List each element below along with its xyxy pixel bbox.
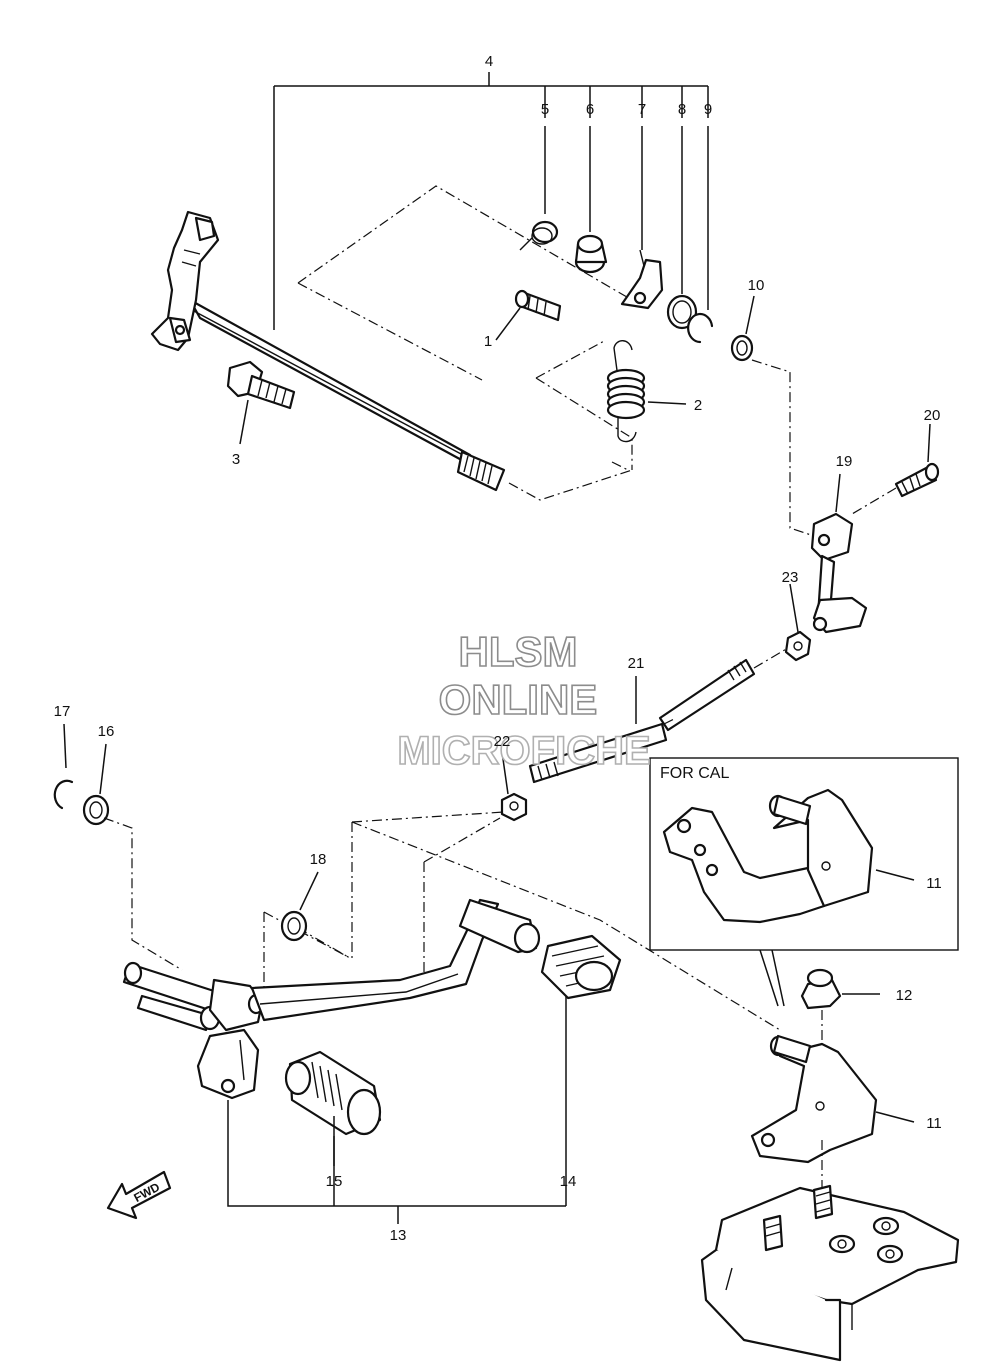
callout-17: 17 — [54, 703, 71, 720]
callout-13: 13 — [390, 1227, 407, 1244]
callout-18: 18 — [310, 851, 327, 868]
watermark-line-2: ONLINE — [439, 676, 598, 723]
washer-16 — [82, 743, 110, 826]
forward-arrow-icon: FWD — [106, 1170, 172, 1220]
callout-16: 16 — [98, 723, 115, 740]
callout-11: 11 — [926, 1115, 942, 1132]
bolt-20 — [851, 423, 940, 515]
shift-pedal-assembly — [122, 898, 567, 1224]
nut-23 — [784, 583, 812, 662]
callout-3: 3 — [232, 451, 240, 468]
tie-rod-21 — [528, 647, 789, 784]
callout-labels: 1 2 3 4 5 6 7 8 9 10 11 11 12 13 14 15 1… — [54, 53, 942, 1244]
spring-2 — [606, 340, 687, 443]
callout-1: 1 — [484, 333, 492, 350]
link-19 — [810, 473, 868, 634]
upper-alignment-guide — [297, 185, 633, 501]
callout-6: 6 — [586, 101, 594, 118]
rubber-14 — [540, 934, 622, 1000]
collar-6 — [574, 126, 608, 274]
inset-label: FOR CAL — [660, 765, 729, 782]
lower-alignment-guide — [103, 811, 781, 1031]
nut-22 — [500, 751, 528, 822]
callout-22: 22 — [494, 733, 511, 750]
watermark: HLSM ONLINE MICROFICHE — [397, 627, 652, 774]
shift-shaft — [188, 298, 506, 492]
watermark-line-1: HLSM — [459, 628, 578, 675]
callout-11-inset: 11 — [926, 875, 942, 892]
pin-1 — [495, 289, 562, 341]
washer-10 — [730, 295, 755, 362]
lever-7 — [620, 126, 664, 310]
watermark-line-3: MICROFICHE — [397, 729, 650, 773]
bracket-11 — [750, 1034, 915, 1164]
bolt-12 — [800, 968, 880, 1190]
callout-19: 19 — [836, 453, 853, 470]
callout-7: 7 — [638, 101, 646, 118]
callout-21: 21 — [628, 655, 645, 672]
stud-bolt-3 — [226, 360, 296, 445]
shift-arm — [150, 210, 220, 352]
link-alignment-guide — [751, 359, 827, 541]
washer-18 — [280, 871, 319, 942]
callout-14: 14 — [560, 1173, 577, 1190]
callout-9: 9 — [704, 101, 712, 118]
callout-23: 23 — [782, 569, 799, 586]
spring-clip-5 — [519, 126, 559, 251]
callout-12: 12 — [896, 987, 913, 1004]
callout-15: 15 — [326, 1173, 343, 1190]
washer-8 — [666, 126, 698, 330]
circlip-17 — [53, 723, 74, 810]
callout-20: 20 — [924, 407, 941, 424]
callout-5: 5 — [541, 101, 549, 118]
frame-mount — [700, 1184, 960, 1362]
foot-rubber-15 — [284, 1050, 382, 1166]
assembly-4-bracket — [273, 72, 709, 330]
callout-10: 10 — [748, 277, 765, 294]
callout-2: 2 — [694, 397, 702, 414]
for-cal-inset — [649, 757, 959, 1007]
circlip-9 — [687, 126, 714, 344]
callout-8: 8 — [678, 101, 686, 118]
callout-4: 4 — [485, 53, 493, 70]
